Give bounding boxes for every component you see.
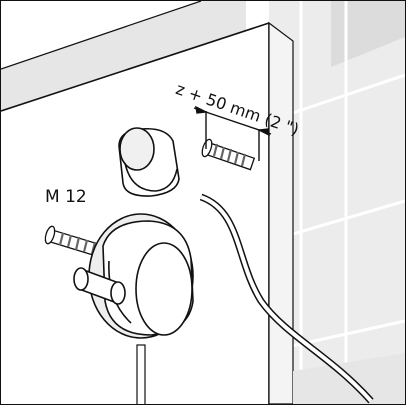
flush-box [73,213,194,339]
bolt-upper [201,138,256,171]
plasterboard-panel [1,1,294,404]
wall-socket-top [118,127,180,197]
dimension-marker [193,105,272,161]
rod [136,344,146,404]
bolt-size-label: M 12 [45,187,87,207]
